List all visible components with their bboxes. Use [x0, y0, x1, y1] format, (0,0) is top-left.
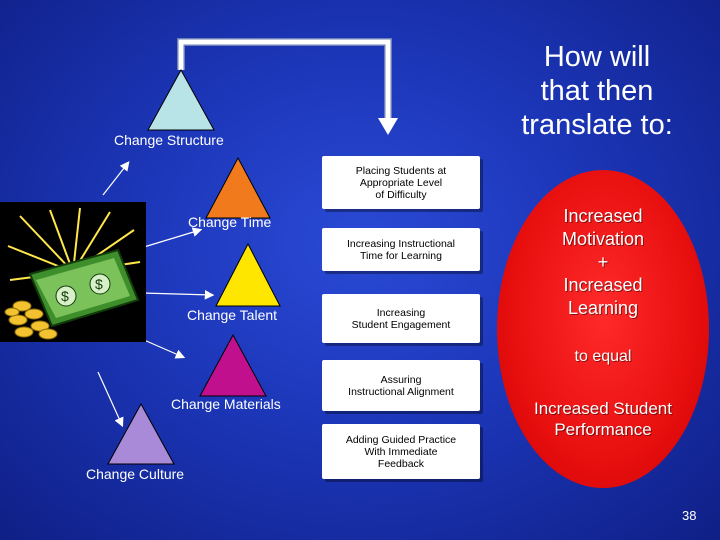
time-triangle — [206, 158, 270, 218]
box-instructional-alignment: Assuring Instructional Alignment — [322, 360, 480, 411]
materials-triangle — [200, 335, 266, 396]
change-materials-label: Change Materials — [171, 396, 281, 412]
culture-triangle — [108, 404, 174, 464]
change-culture-label: Change Culture — [86, 466, 184, 482]
to-equal-text: to equal — [520, 347, 686, 367]
box-placing-students: Placing Students at Appropriate Level of… — [322, 156, 480, 209]
page-number: 38 — [682, 508, 696, 523]
change-talent-label: Change Talent — [187, 307, 277, 323]
box-guided-practice: Adding Guided Practice With Immediate Fe… — [322, 424, 480, 479]
slide-title: How will that then translate to: — [492, 40, 702, 142]
box-instructional-time: Increasing Instructional Time for Learni… — [322, 228, 480, 271]
student-performance-text: Increased Student Performance — [506, 398, 700, 440]
talent-triangle — [216, 244, 280, 306]
structure-triangle — [148, 70, 214, 130]
box-student-engagement: Increasing Student Engagement — [322, 294, 480, 343]
change-time-label: Change Time — [188, 214, 271, 230]
motivation-learning-text: Increased Motivation + Increased Learnin… — [520, 205, 686, 320]
change-structure-label: Change Structure — [114, 132, 224, 148]
